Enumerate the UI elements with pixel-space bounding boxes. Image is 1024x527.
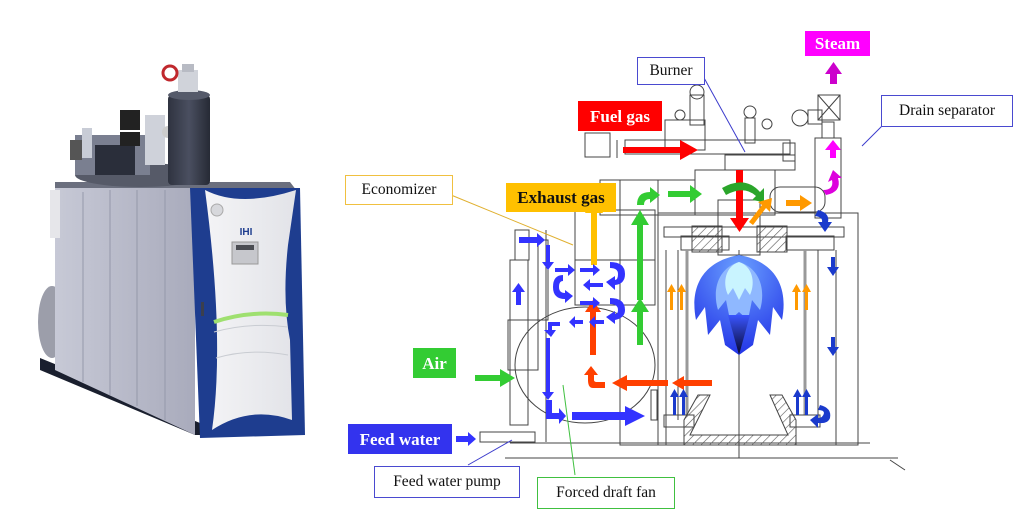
- fuel-gas-down-arrow: [730, 170, 749, 232]
- feed-water-pump-callout: Feed water pump: [374, 466, 520, 498]
- forced-draft-fan-callout: Forced draft fan: [537, 477, 675, 509]
- air-label: Air: [413, 348, 456, 378]
- flue-gas-left-arrow-1: [672, 376, 712, 390]
- air-swirl-arrow: [722, 182, 764, 202]
- hot-gas-diag-arrow: [749, 198, 772, 225]
- exhaust-gas-label: Exhaust gas: [506, 183, 616, 212]
- fuel-gas-label: Fuel gas: [578, 101, 662, 131]
- air-up-arrow-2: [631, 298, 649, 345]
- brand-logo: IHI: [240, 227, 253, 238]
- water-economizer-arrows: [512, 233, 645, 426]
- status-light-strip: [213, 311, 289, 324]
- side-gauge-box: [50, 190, 60, 238]
- hot-gas-right-arrow: [786, 195, 812, 211]
- exhaust-gas-arrow: [585, 195, 603, 265]
- refractory-hatching: [683, 225, 797, 446]
- burner-leader: [702, 75, 746, 153]
- hot-gas-up-arrows: [667, 284, 811, 310]
- front-panel: [205, 190, 296, 430]
- air-inlet-arrow: [475, 369, 515, 387]
- economizer-callout: Economizer: [345, 175, 453, 205]
- flue-gas-turn-arrow: [584, 366, 605, 388]
- air-turn-arrow: [637, 187, 660, 205]
- economizer-leader: [450, 194, 574, 246]
- forced-draft-fan-leader: [562, 384, 576, 476]
- steam-outlet-arrow: [825, 62, 842, 84]
- boiler-photo: IHI: [38, 64, 305, 438]
- water-tube-arrows: [670, 210, 839, 428]
- door-handle: [201, 302, 204, 316]
- burner-flame: [694, 255, 784, 355]
- feed-water-arrow: [456, 432, 476, 446]
- steam-curl-arrow: [823, 170, 842, 195]
- air-up-arrow-1: [631, 210, 649, 300]
- steam-label: Steam: [805, 31, 870, 56]
- flow-arrows: [456, 62, 842, 446]
- top-piping: [70, 110, 174, 175]
- steam-up-arrow: [825, 140, 841, 158]
- steam-valve-body: [178, 70, 198, 92]
- feed-water-pump-leader: [467, 439, 513, 466]
- valve-handwheel: [161, 64, 179, 82]
- fuel-gas-arrow: [623, 140, 698, 160]
- flue-gas-left-arrow-2: [612, 375, 668, 391]
- flue-gas-up-arrow: [585, 300, 601, 355]
- boiler-side-panel: [55, 188, 195, 435]
- air-right-arrow: [668, 185, 702, 203]
- pressure-gauge: [210, 203, 224, 217]
- drain-separator-callout: Drain separator: [881, 95, 1013, 127]
- drain-separator-leader: [861, 124, 884, 147]
- steam-drum: [168, 95, 210, 185]
- feed-water-label: Feed water: [348, 424, 452, 454]
- burner-callout: Burner: [637, 57, 705, 85]
